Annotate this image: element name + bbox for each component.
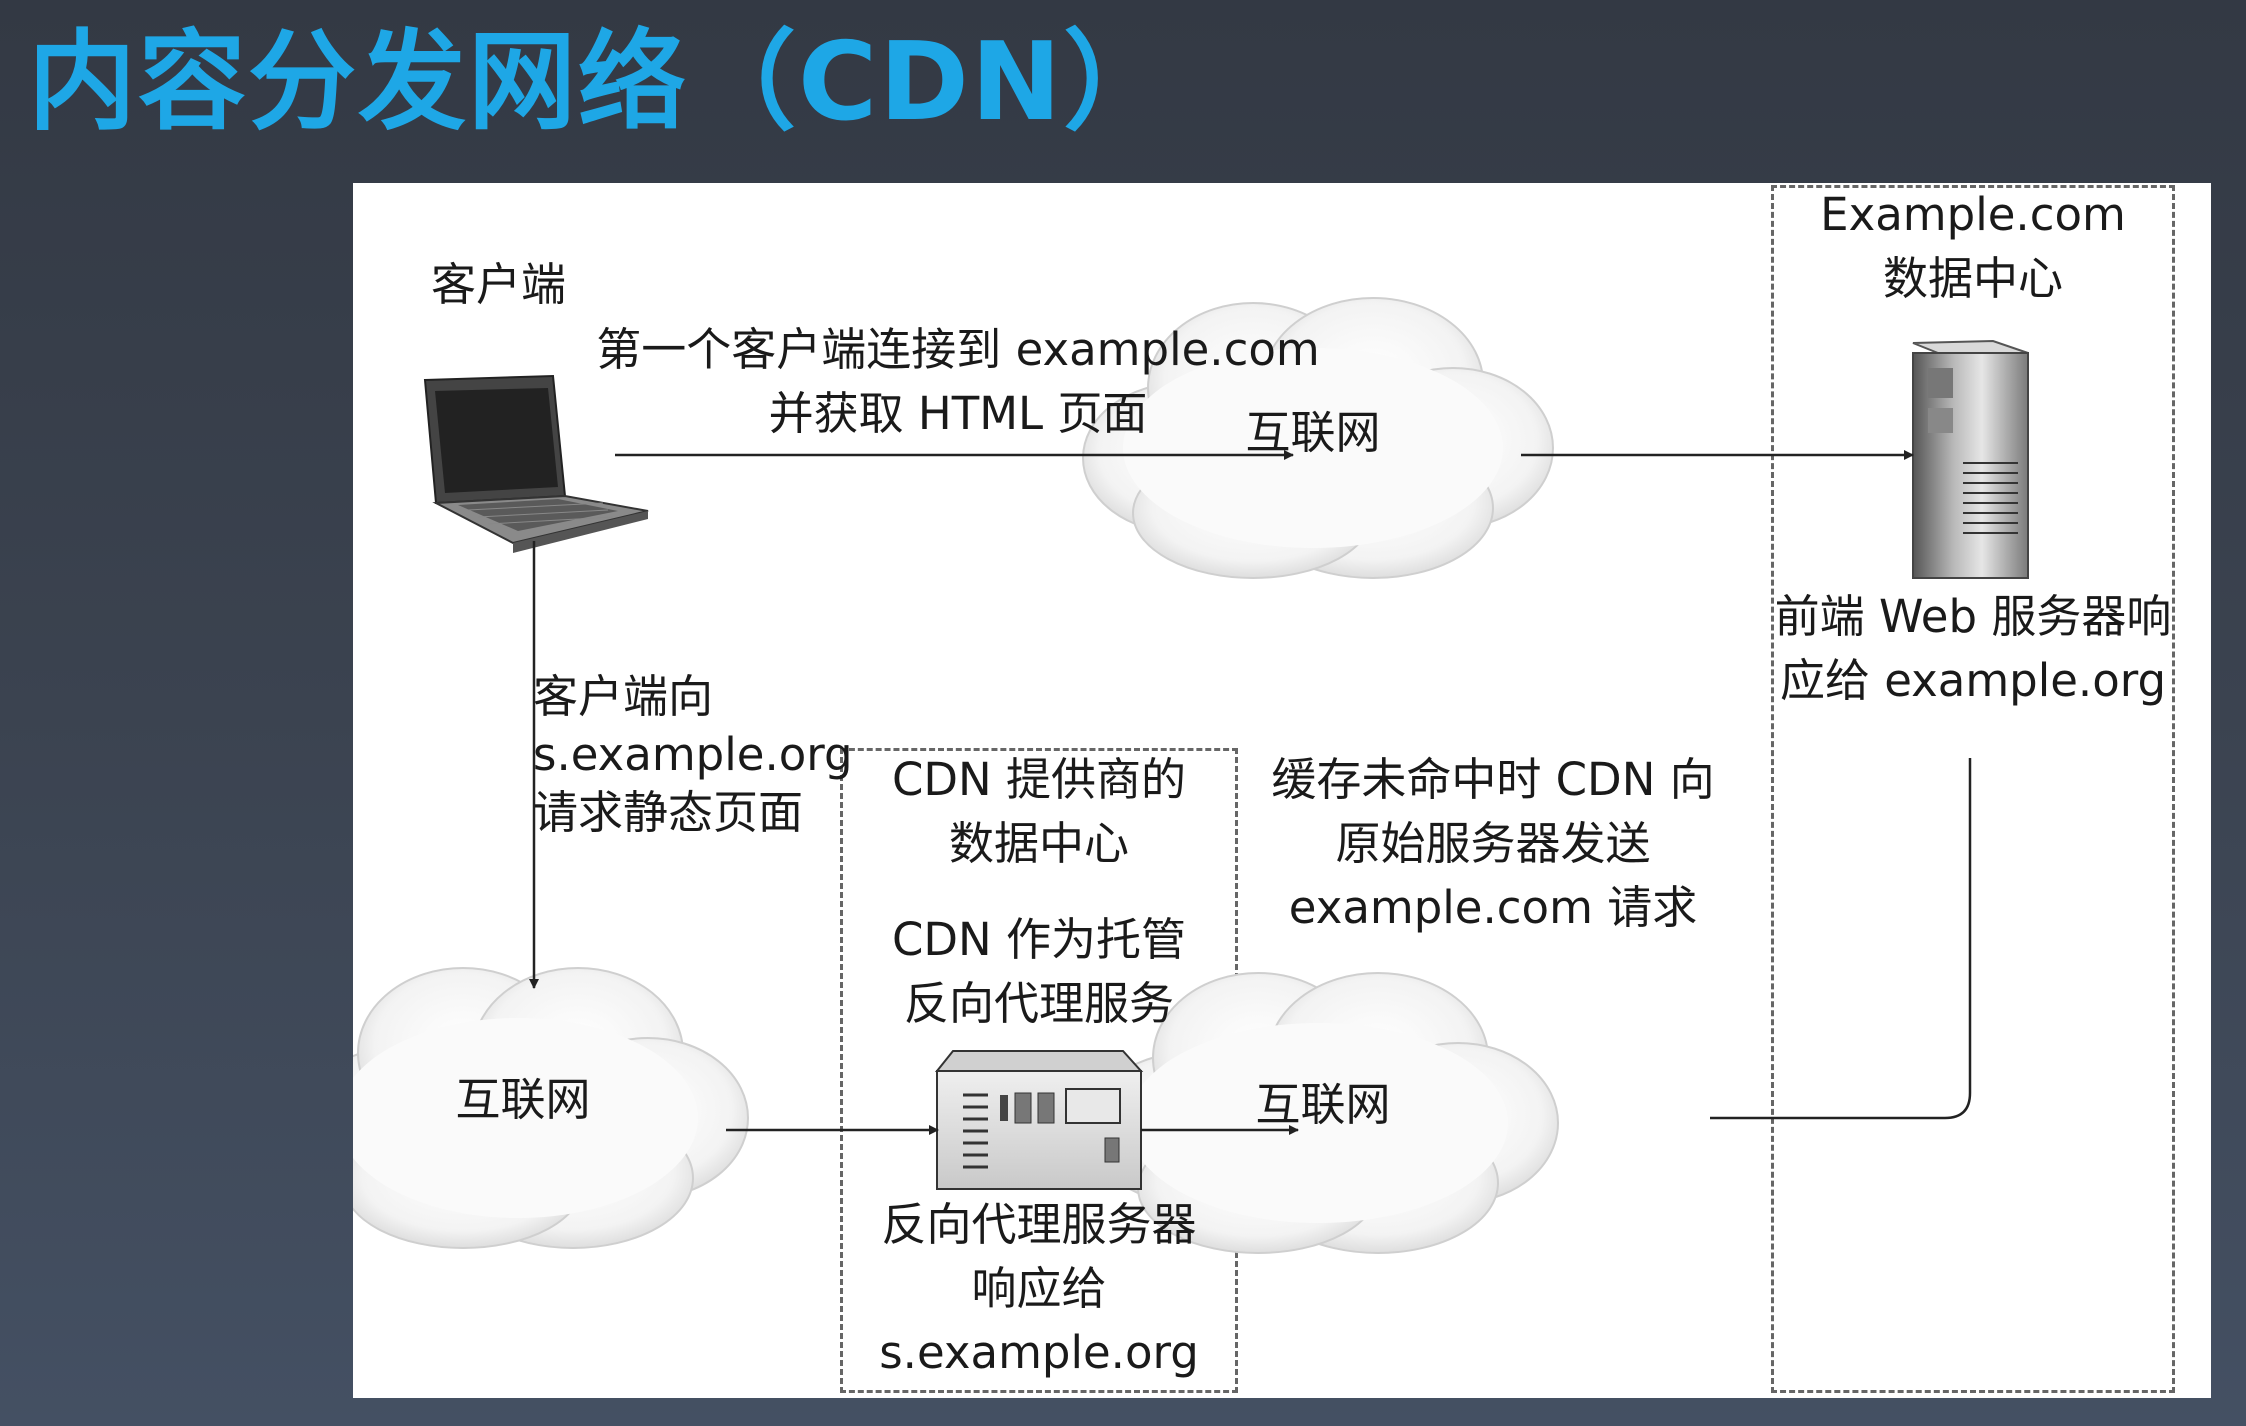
origin-datacenter-box bbox=[1771, 185, 2175, 1393]
proxy-resp-line2: 响应给 bbox=[971, 1262, 1107, 1315]
cdn-dc-line1: CDN 提供商的 bbox=[891, 753, 1187, 806]
proxy-resp-line3: s.example.org bbox=[879, 1326, 1199, 1379]
first-connect-line1: 第一个客户端连接到 example.com bbox=[596, 323, 1320, 376]
origin-dc-line2: 数据中心 bbox=[1882, 252, 2063, 305]
first-connect-line2: 并获取 HTML 页面 bbox=[768, 387, 1148, 440]
proxy-server-icon bbox=[934, 1050, 1144, 1190]
cache-miss-line1: 缓存未命中时 CDN 向 bbox=[1271, 753, 1715, 806]
cache-miss-line3: example.com 请求 bbox=[1288, 881, 1698, 934]
cloud-icon bbox=[1087, 972, 1559, 1254]
server-tower-icon bbox=[1912, 339, 2029, 579]
origin-response-label: 前端 Web 服务器响 应给 example.org bbox=[1771, 585, 2175, 713]
cdn-datacenter-label: CDN 提供商的 数据中心 bbox=[840, 748, 1238, 876]
proxy-resp-line1: 反向代理服务器 bbox=[881, 1198, 1197, 1251]
client-label: 客户端 bbox=[431, 258, 567, 311]
origin-dc-line1: Example.com bbox=[1820, 188, 2126, 241]
laptop-icon bbox=[423, 374, 649, 553]
cdn-proxy-line2: 反向代理服务 bbox=[903, 977, 1174, 1030]
client-request-line1: 客户端向 bbox=[533, 670, 714, 723]
connector-origin-return bbox=[1710, 758, 1972, 1120]
cache-miss-line2: 原始服务器发送 bbox=[1335, 817, 1651, 870]
origin-datacenter-label: Example.com 数据中心 bbox=[1771, 183, 2175, 311]
diagram-graphics bbox=[353, 297, 2029, 1254]
first-connect-label: 第一个客户端连接到 example.com 并获取 HTML 页面 bbox=[583, 318, 1333, 446]
cloud-icon bbox=[353, 967, 749, 1249]
cloud-icon bbox=[1082, 297, 1554, 579]
internet-top-label: 互联网 bbox=[1245, 406, 1381, 459]
internet-left-label: 互联网 bbox=[455, 1073, 591, 1126]
proxy-response-label: 反向代理服务器 响应给 s.example.org bbox=[840, 1193, 1238, 1385]
origin-resp-line1: 前端 Web 服务器响 bbox=[1774, 590, 2172, 643]
client-request-label: 客户端向 s.example.org 请求静态页面 bbox=[533, 668, 853, 842]
slide-title: 内容分发网络（CDN） bbox=[28, 20, 1174, 145]
cdn-proxy-label: CDN 作为托管 反向代理服务 bbox=[840, 908, 1238, 1036]
origin-resp-line2: 应给 example.org bbox=[1779, 654, 2167, 707]
cdn-dc-line2: 数据中心 bbox=[948, 817, 1129, 870]
client-request-line3: 请求静态页面 bbox=[533, 786, 804, 839]
cdn-diagram: 客户端 第一个客户端连接到 example.com 并获取 HTML 页面 互联… bbox=[353, 183, 2211, 1398]
cache-miss-label: 缓存未命中时 CDN 向 原始服务器发送 example.com 请求 bbox=[1233, 748, 1753, 940]
internet-right-label: 互联网 bbox=[1255, 1078, 1391, 1131]
client-request-line2: s.example.org bbox=[533, 728, 853, 781]
cdn-proxy-line1: CDN 作为托管 bbox=[891, 913, 1187, 966]
